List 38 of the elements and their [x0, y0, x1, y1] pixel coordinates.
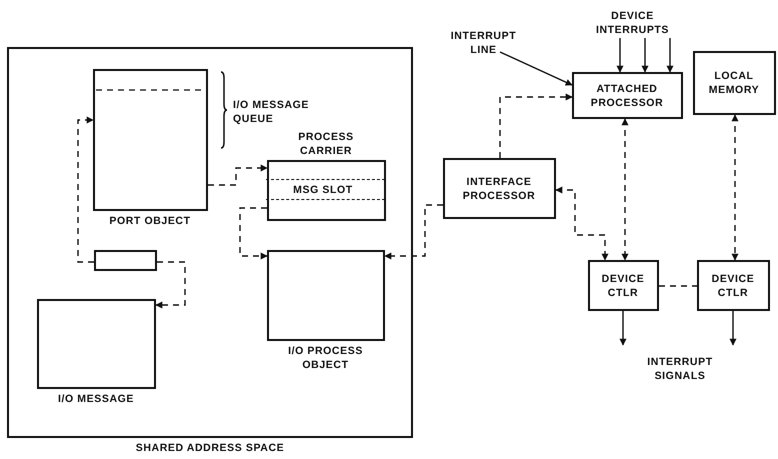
node-label: MSG SLOT — [292, 182, 354, 197]
node-label: I/O PROCESS OBJECT — [287, 344, 364, 372]
bracket-label: I/O MESSAGE QUEUE — [233, 98, 310, 126]
arrow — [642, 38, 648, 73]
node-label: PROCESS CARRIER — [297, 130, 355, 158]
arrow — [732, 114, 738, 261]
node-label: LOCAL MEMORY — [708, 68, 760, 98]
node-label: DEVICE CTLR — [600, 271, 646, 300]
process-box — [572, 72, 683, 119]
connector-line — [659, 285, 697, 287]
arrow — [616, 38, 624, 73]
node-label: SHARED ADDRESS SPACE — [134, 441, 286, 456]
arrow — [730, 311, 736, 346]
node-label: INTERFACE PROCESSOR — [462, 174, 536, 203]
annotation-text: INTERRUPT LINE — [450, 28, 518, 58]
signal-label: INTERRUPT SIGNALS — [646, 355, 714, 384]
arrow — [384, 204, 443, 260]
node-label: DEVICE CTLR — [710, 271, 756, 300]
node-label: I/O MESSAGE — [56, 392, 136, 406]
arrow — [500, 51, 573, 86]
arrow — [622, 118, 628, 261]
node-label: PORT OBJECT — [108, 214, 192, 228]
process-box — [443, 158, 556, 219]
arrow — [620, 311, 626, 346]
controller-box — [588, 260, 659, 311]
small-box — [94, 250, 156, 270]
arrow — [208, 164, 268, 186]
memory-box — [693, 51, 776, 115]
node-label: ATTACHED PROCESSOR — [590, 81, 664, 110]
arrow — [155, 261, 186, 308]
arrow — [555, 186, 608, 261]
arrow — [77, 116, 94, 263]
annotation-text: DEVICE INTERRUPTS — [594, 8, 670, 38]
arrow — [666, 38, 674, 73]
controller-box — [697, 260, 770, 311]
arrow — [239, 207, 268, 260]
msg-slot-band — [266, 179, 385, 200]
arrow — [499, 94, 573, 158]
